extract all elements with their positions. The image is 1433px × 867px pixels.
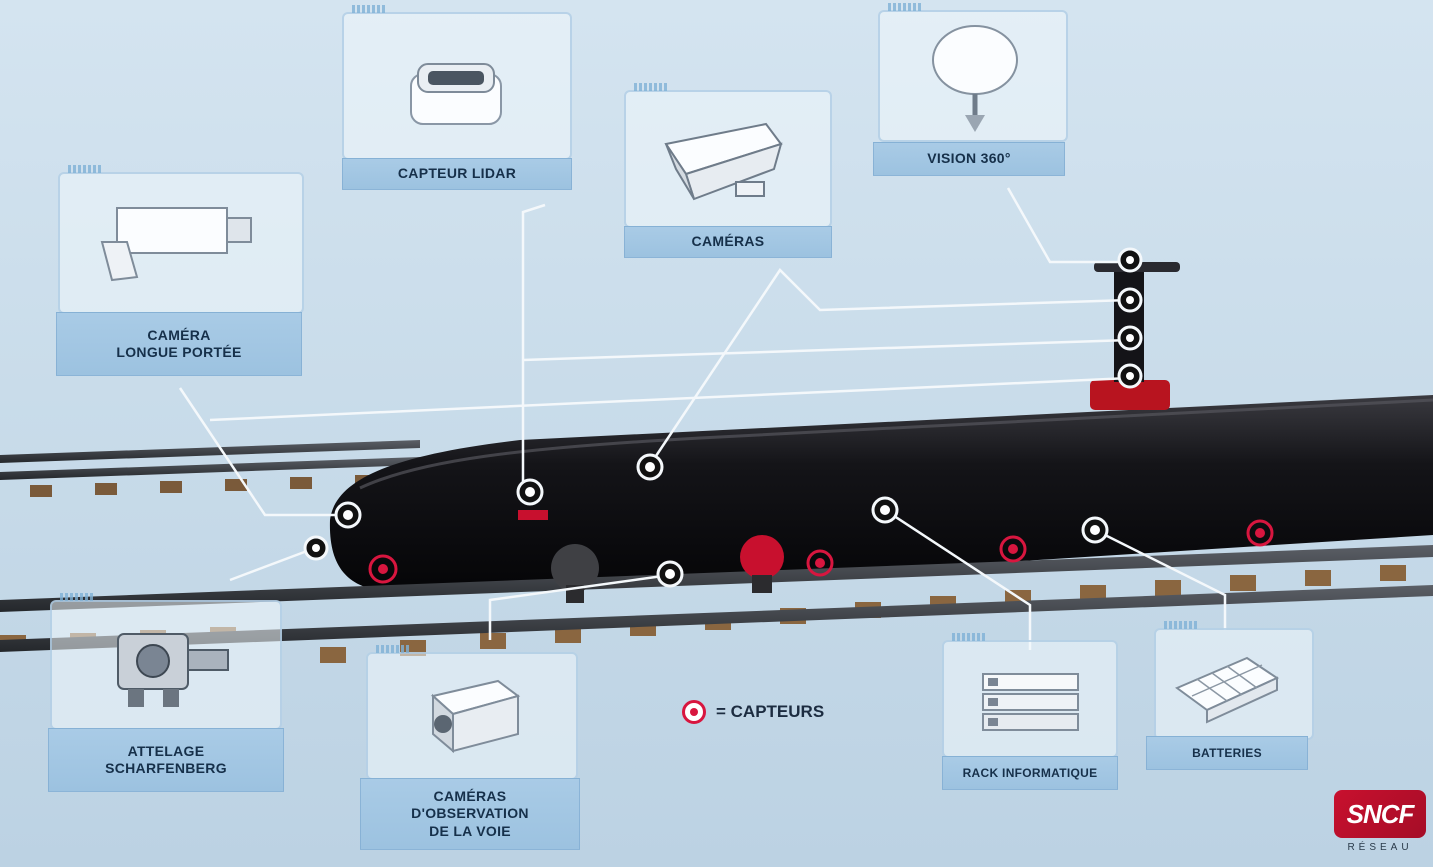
coupler-icon (117, 633, 229, 707)
vision-dome-icon (932, 25, 1018, 132)
lidar-sensor-icon (410, 63, 502, 125)
panel-tab (888, 3, 922, 11)
sensor-markers (368, 519, 1274, 584)
panel-rack (942, 633, 1118, 758)
legend-text: = CAPTEURS (716, 702, 825, 721)
long-range-camera-icon (100, 207, 252, 282)
callout-dots (303, 247, 1143, 588)
panel-tab (1164, 621, 1198, 629)
battery-pack-icon (1174, 656, 1280, 724)
label-cameras: CAMÉRAS (624, 226, 832, 258)
panel-tab (68, 165, 102, 173)
panel-tab (352, 5, 386, 13)
front-rails (0, 545, 1433, 652)
panel-tab (952, 633, 986, 641)
label-rack: RACK INFORMATIQUE (942, 756, 1118, 790)
back-track (0, 440, 420, 497)
panel-tab (376, 645, 410, 653)
sncf-logo: SNCF RÉSEAU (1334, 790, 1426, 860)
underbody-equipment (551, 535, 784, 603)
label-vision: VISION 360° (873, 142, 1065, 176)
panel-track-cams (366, 645, 578, 780)
train (329, 395, 1433, 593)
track-camera-icon (430, 679, 521, 754)
logo-mark: SNCF (1334, 790, 1426, 838)
panel-lidar (342, 5, 572, 160)
panel-tab (60, 593, 94, 601)
camera-box-icon (664, 122, 783, 201)
panel-cameras (624, 83, 832, 228)
panel-coupling (50, 593, 282, 730)
server-rack-icon (982, 673, 1079, 731)
leader-lines (178, 187, 1227, 650)
legend: = CAPTEURS (682, 700, 824, 724)
panel-long-range (58, 165, 304, 314)
panel-vision (878, 3, 1068, 142)
label-batteries: BATTERIES (1146, 736, 1308, 770)
label-lidar: CAPTEUR LIDAR (342, 158, 572, 190)
panel-batteries (1154, 621, 1314, 740)
sensor-legend-icon (682, 700, 706, 724)
train-red-marker (518, 510, 548, 520)
panel-tab (634, 83, 668, 91)
logo-sub: RÉSEAU (1347, 842, 1413, 853)
